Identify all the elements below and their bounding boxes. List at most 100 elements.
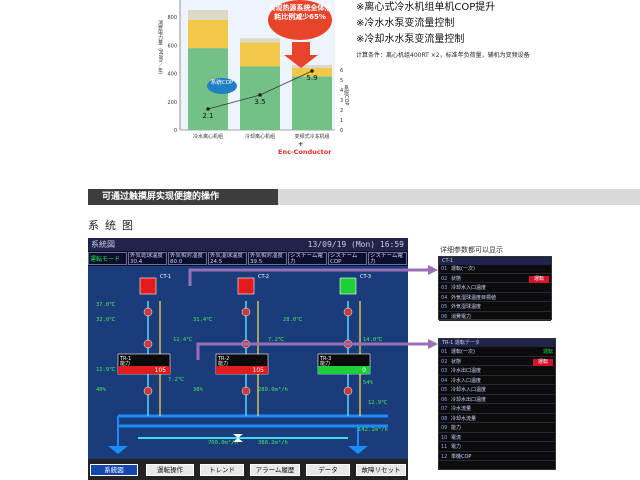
chiller-id: TR-1	[119, 356, 131, 362]
popup-row-no: 08	[441, 415, 448, 422]
popup-row-name: 電力	[451, 444, 462, 450]
cooling-tower-1	[139, 277, 157, 295]
cooling-tower-2	[237, 277, 255, 295]
screen-button[interactable]: 故障リセット	[356, 464, 406, 476]
bar-segment	[188, 10, 228, 20]
popup-row-name: 冷却水入口温度	[451, 387, 487, 393]
popup-row-no: 02	[441, 358, 448, 365]
chiller-capacity-value: 0	[362, 367, 366, 374]
header-cell: 運転モード冷房モード	[88, 252, 127, 265]
y-tick-label: 200	[167, 100, 177, 106]
popup-row-name: 冷水流量	[451, 406, 472, 412]
popup-row-no: 04	[441, 294, 448, 301]
screen-button[interactable]: トレンド	[200, 464, 244, 476]
feature-list: ※离心式冷水机组单机COP提升 ※冷水水泵变流量控制 ※冷却水水泵变流量控制 计…	[356, 0, 640, 59]
cop-point	[310, 69, 314, 73]
header-cell-label: 外気相対湿度	[250, 253, 284, 259]
plus-sign: +	[298, 140, 304, 148]
header-cell-label: 外気湿球温度	[210, 253, 244, 259]
popup-row-no: 06	[441, 396, 448, 403]
pump-icon	[343, 339, 353, 349]
x-tick-label: 冷却离心机组	[245, 133, 275, 140]
cooling-tower-label: CT-1	[160, 274, 171, 280]
header-cell: シスチームCOP5.3	[328, 252, 367, 265]
y-tick-label: 0	[174, 128, 177, 134]
popup-title: CT-1	[439, 257, 551, 265]
popup-row-no: 03	[441, 285, 448, 291]
arrow-head-1	[428, 265, 438, 275]
popup-row-no: 07	[441, 406, 448, 412]
screen-button[interactable]: データ	[306, 464, 350, 476]
screen-button[interactable]: 運転操作	[146, 464, 194, 476]
reading-value: 31.4℃	[193, 317, 213, 323]
reading-value: 32.0℃	[96, 317, 116, 323]
header-cell-label: 外気乾球温度	[130, 253, 164, 259]
pump-icon	[343, 307, 353, 317]
reading-value: 40%	[96, 387, 107, 393]
valve-icon	[233, 434, 243, 442]
cooling-tower-3	[339, 277, 357, 295]
reading-value: 38%	[193, 387, 204, 393]
pump-icon	[241, 386, 251, 396]
popup-row-name: 状態	[451, 275, 462, 282]
bullet-3: ※冷却水水泵变流量控制	[356, 34, 465, 45]
header-cell-value: 80.0	[170, 258, 183, 265]
cop-bubble: 系统COP	[207, 78, 237, 94]
y-right-axis-label: 系统COP	[343, 84, 349, 105]
chiller-capacity-label: 能力	[320, 360, 330, 367]
popup-row-name: 外気湿球温度目標値	[451, 294, 497, 301]
cop-label: 2.1	[202, 112, 213, 120]
popup-row-name: 冷水入口温度	[451, 377, 482, 384]
bar-segment	[240, 38, 280, 43]
reduction-arrow	[284, 42, 318, 68]
popup-row-name: 能力	[451, 425, 462, 431]
chiller-capacity-value: 105	[155, 367, 167, 374]
cop-label: 5.9	[306, 74, 317, 82]
header-cell-label: シスチーム電力	[290, 253, 323, 265]
screen-titlebar: 系統図 13/09/19 (Mon) 16:59	[88, 238, 408, 251]
calc-note: 计算条件：离心机组400RT ×2，标准年负荷量，辅机为变频设备	[356, 52, 530, 59]
y-tick-label: 800	[167, 15, 177, 21]
bullet-1: ※离心式冷水机组单机COP提升	[356, 2, 496, 13]
reading-value: 54%	[363, 380, 374, 386]
pump-icon	[143, 339, 153, 349]
header-cell-label: シスチームCOP	[330, 253, 358, 265]
reading-value: 289.0m³/h	[258, 386, 288, 393]
popup-row-name: 消費電力	[451, 313, 472, 320]
popup-row-name: 外気湿球温度	[451, 304, 482, 310]
screen-button[interactable]: アラーム履歴	[250, 464, 300, 476]
popup-row-no: 01	[441, 266, 448, 272]
bullet-2: ※冷水水泵变流量控制	[356, 18, 455, 29]
cooling-tower-label: CT-3	[360, 274, 371, 280]
y-right-tick-label: 6	[340, 68, 343, 74]
reading-value: 37.0℃	[96, 302, 116, 308]
header-cell-label: シスチーム電力	[370, 253, 403, 265]
x-tick-label: 冷水离心机组	[193, 133, 223, 140]
reading-value: 7.2℃	[168, 377, 185, 383]
pump-icon	[143, 386, 153, 396]
flow-arrow-icon	[108, 446, 128, 454]
y-right-tick-label: 3	[340, 98, 343, 104]
bar-segment	[292, 76, 332, 130]
popup-row-no: 03	[441, 368, 448, 374]
y-right-tick-label: 1	[340, 118, 343, 124]
popup-row-no: 11	[441, 444, 448, 450]
chiller-capacity-label: 能力	[120, 360, 130, 367]
cop-point	[258, 93, 262, 97]
enc-conductor-label: + Enc-Conductor	[278, 140, 331, 156]
screen-button[interactable]: 系統図	[90, 464, 138, 476]
popup-row-value: 運転	[529, 275, 549, 283]
system-title: 系统图	[88, 219, 139, 232]
y-right-tick-label: 0	[340, 128, 343, 134]
